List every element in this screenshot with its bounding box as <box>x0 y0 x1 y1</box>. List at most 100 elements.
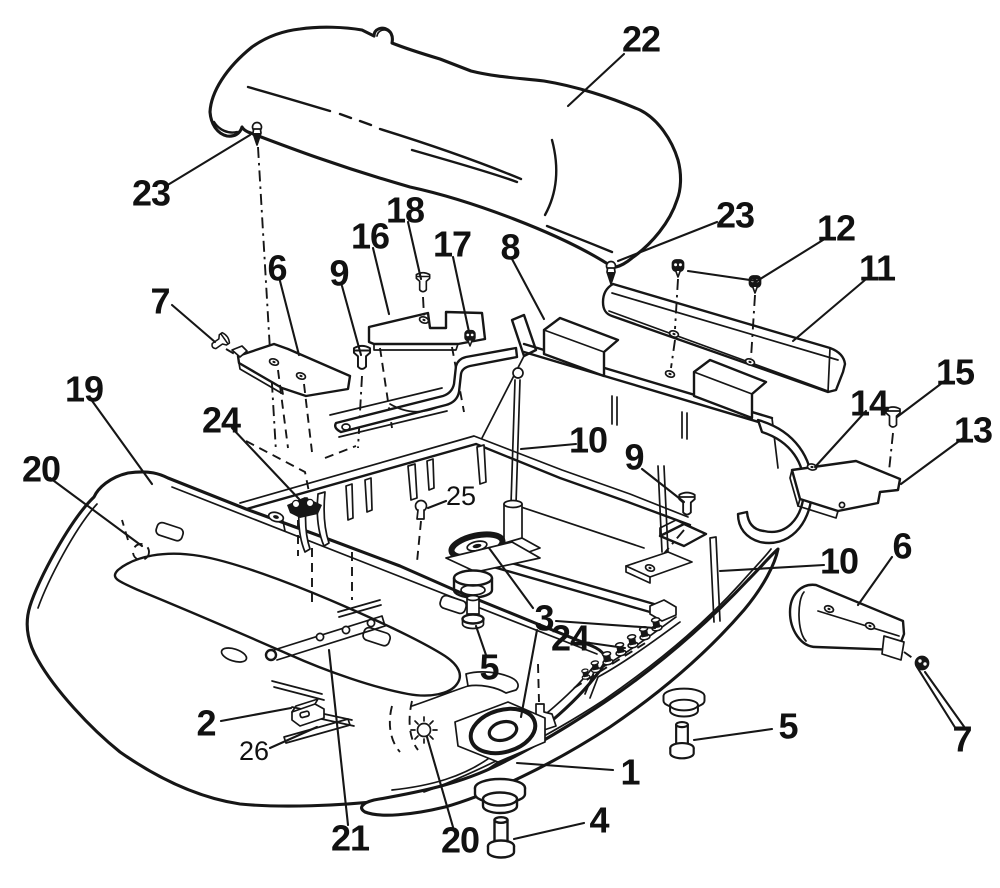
part-13-plate <box>789 459 902 519</box>
grommet-20-bottom <box>388 700 438 753</box>
leader-line-5b <box>692 727 774 742</box>
part-9-bracket-right <box>655 491 708 564</box>
callout-14: 14 <box>850 383 889 424</box>
callout-16: 16 <box>351 216 389 257</box>
leader-line-3 <box>519 628 539 719</box>
leader-line-22 <box>566 52 626 108</box>
part-3-pulley <box>445 531 541 630</box>
callout-10b: 10 <box>820 541 858 582</box>
chassis-lower <box>267 497 721 763</box>
leader-line-18 <box>406 220 423 281</box>
callout-3: 3 <box>534 598 553 639</box>
callout-2: 2 <box>196 703 215 744</box>
callout-23b: 23 <box>716 195 754 236</box>
callout-1: 1 <box>620 752 640 793</box>
part-11-rear-panel <box>601 259 847 394</box>
part-8-bracket <box>542 316 620 378</box>
leader-line-10a <box>519 442 578 451</box>
leader-line-23b <box>616 220 719 263</box>
leader-line-6a <box>278 279 301 357</box>
callout-5a: 5 <box>479 647 499 688</box>
bolt-5-right <box>669 721 695 760</box>
callout-9a: 9 <box>329 253 348 294</box>
leader-line-7b <box>915 665 958 731</box>
screw-12-right <box>748 275 762 294</box>
leader-line-19 <box>88 396 154 486</box>
curved-arm <box>465 671 519 694</box>
leader-line-3 <box>487 546 535 610</box>
callout-4: 4 <box>589 800 609 841</box>
callout-12: 12 <box>817 208 855 249</box>
callout-8: 8 <box>500 227 519 268</box>
part-1-base <box>360 547 780 817</box>
leader-line-16 <box>371 246 391 316</box>
rod-platform <box>657 465 669 553</box>
leader-line-6b <box>856 555 894 607</box>
callout-9b: 9 <box>624 437 643 478</box>
leader-line-23a <box>164 133 252 188</box>
leader-line-14 <box>813 409 868 469</box>
callout-6a: 6 <box>267 248 286 289</box>
leader-line-15 <box>895 378 948 419</box>
callout-11: 11 <box>859 248 896 289</box>
part-2-bracket <box>291 698 325 727</box>
leader-line-8 <box>510 257 546 321</box>
callout-24b: 24 <box>551 618 590 659</box>
callout-26: 26 <box>239 736 269 766</box>
part-6-bracket-right <box>788 583 930 671</box>
callout-17: 17 <box>433 224 471 265</box>
part-21-lever <box>264 599 386 662</box>
callout-20b: 20 <box>441 820 479 861</box>
leader-line-21 <box>327 648 350 827</box>
leader-line-20b <box>425 735 455 829</box>
leader-line-25 <box>426 499 448 510</box>
rod-10-center <box>493 367 541 559</box>
leader-line-9a <box>340 284 363 357</box>
screw-12-left <box>671 259 685 278</box>
screw-7-right <box>914 655 930 671</box>
leader-line-26 <box>268 725 319 750</box>
screw-18 <box>415 271 431 293</box>
leader-line-20a <box>48 476 144 548</box>
part-24-bracket-left <box>267 497 322 556</box>
callout-13: 13 <box>954 410 992 451</box>
leader-line-4 <box>512 821 586 841</box>
callout-20a: 20 <box>22 449 60 490</box>
callout-23a: 23 <box>132 173 170 214</box>
foot-4 <box>473 777 527 815</box>
rod-10-right <box>709 536 721 623</box>
screw-25 <box>414 499 428 563</box>
callout-5b: 5 <box>778 706 798 747</box>
leader-line-2 <box>219 706 293 723</box>
callout-15: 15 <box>936 352 975 393</box>
leader-line-12 <box>686 238 825 283</box>
callout-24a: 24 <box>202 400 241 441</box>
callout-6b: 6 <box>892 526 911 567</box>
screw-15 <box>885 406 901 472</box>
leader-line-7b <box>923 670 967 730</box>
screw-17 <box>464 329 476 347</box>
leader-line-17 <box>451 255 471 334</box>
escapement-rail <box>333 346 519 434</box>
foot-5-right <box>662 687 706 718</box>
callout-7a: 7 <box>150 281 169 322</box>
leader-line-9b <box>640 467 686 504</box>
bolt-4 <box>486 816 516 859</box>
leader-line-11 <box>791 278 867 343</box>
leader-line-24b <box>581 640 627 650</box>
chassis <box>234 313 902 564</box>
callout-10a: 10 <box>569 420 607 461</box>
callout-25: 25 <box>446 481 476 511</box>
leader-line-10b <box>718 563 826 573</box>
leader-line-13 <box>899 434 968 486</box>
leader-line-1 <box>515 761 615 772</box>
callout-22: 22 <box>622 19 660 60</box>
leader-line-5a <box>474 624 488 657</box>
callout-19: 19 <box>65 369 103 410</box>
part-6-plate-left <box>208 330 352 453</box>
leader-line-3 <box>554 619 657 630</box>
callout-18: 18 <box>386 190 424 231</box>
leader-line-7a <box>170 303 217 344</box>
